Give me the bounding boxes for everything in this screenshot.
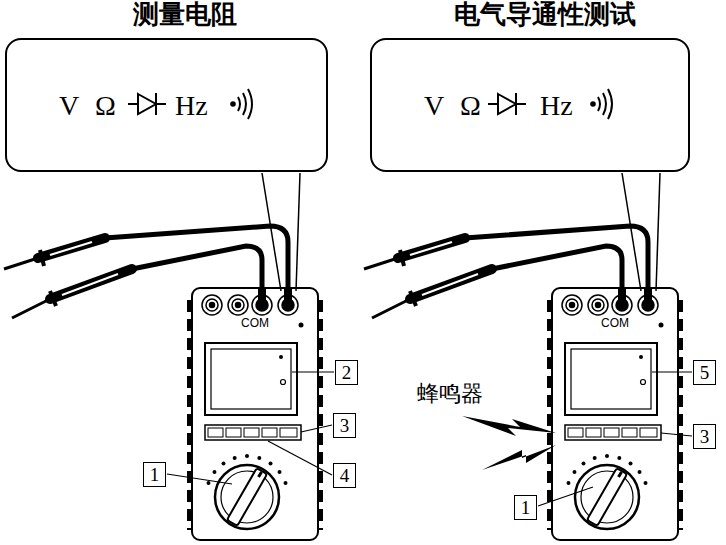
callout-number: 4 bbox=[340, 466, 350, 485]
terminal-label: COM bbox=[601, 317, 629, 330]
callout-box: 1 bbox=[143, 462, 166, 487]
function-symbol: V bbox=[424, 92, 444, 120]
callout-number: 5 bbox=[700, 363, 710, 382]
callout-number: 3 bbox=[340, 416, 350, 435]
callout-number: 3 bbox=[700, 427, 710, 446]
callout-number: 2 bbox=[342, 363, 352, 382]
function-symbol: Ω bbox=[95, 92, 116, 120]
function-bubble: VΩ Hz bbox=[370, 38, 690, 172]
buzzer-label: 蜂鸣器 bbox=[417, 382, 483, 406]
callout-box: 3 bbox=[693, 424, 716, 449]
terminal-label: COM bbox=[241, 317, 269, 330]
function-symbol: V bbox=[59, 92, 79, 120]
callout-box: 4 bbox=[333, 463, 356, 488]
callout-box: 2 bbox=[335, 360, 358, 385]
function-symbol: Ω bbox=[460, 92, 481, 120]
leader-line bbox=[167, 372, 692, 506]
title: 电气导通性测试 bbox=[454, 0, 636, 29]
callout-number: 1 bbox=[150, 465, 160, 484]
callout-box: 1 bbox=[514, 495, 537, 520]
sound-symbol bbox=[231, 89, 612, 119]
function-symbol: Hz bbox=[540, 92, 573, 120]
callout-number: 1 bbox=[521, 498, 531, 517]
function-symbol: Hz bbox=[175, 92, 208, 120]
callout-box: 5 bbox=[693, 360, 716, 385]
function-bubble: VΩ Hz bbox=[5, 38, 328, 172]
callout-box: 3 bbox=[333, 413, 356, 438]
title: 测量电阻 bbox=[133, 0, 237, 29]
buzzer-bolt bbox=[462, 416, 556, 470]
